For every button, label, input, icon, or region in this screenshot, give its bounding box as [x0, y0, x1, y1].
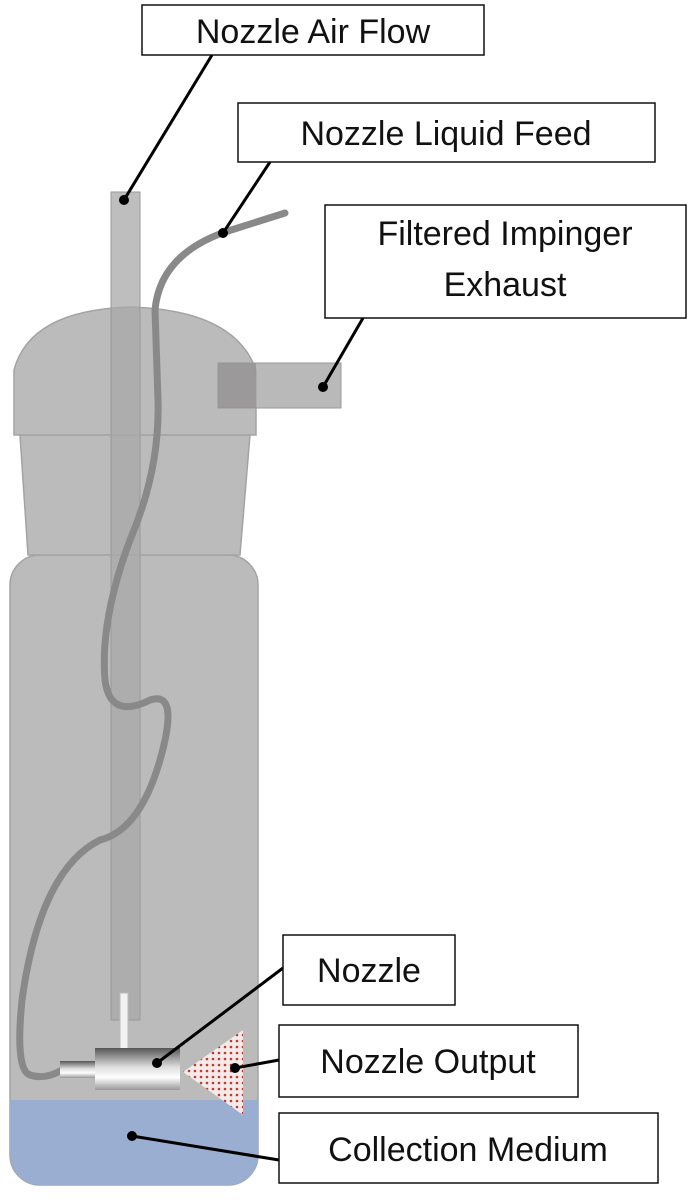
label-liquid-feed: Nozzle Liquid Feed [237, 102, 656, 163]
nozzle-output-spray [183, 1030, 243, 1115]
liquid-feed-tube [16, 209, 289, 1081]
label-text: Collection Medium [328, 1131, 608, 1169]
label-collection-medium: Collection Medium [278, 1112, 659, 1184]
label-text: Exhaust [444, 266, 567, 304]
leader-lines [119, 54, 365, 1162]
label-air-flow: Nozzle Air Flow [141, 4, 485, 56]
label-exhaust: Filtered Impinger Exhaust [324, 204, 687, 319]
nozzle-air-inlet [119, 992, 129, 1051]
nozzle-inlet-stub [60, 1061, 95, 1078]
label-text: Nozzle Output [320, 1043, 536, 1081]
label-text: Nozzle [317, 952, 421, 990]
label-nozzle-output: Nozzle Output [278, 1024, 579, 1098]
label-text: Filtered Impinger [377, 215, 632, 253]
label-nozzle: Nozzle [282, 934, 456, 1006]
collection-medium-liquid [10, 1100, 258, 1185]
exhaust-port-overlap [218, 363, 256, 408]
label-text: Nozzle Liquid Feed [300, 115, 591, 153]
label-text: Nozzle Air Flow [196, 13, 431, 51]
air-flow-tube [110, 191, 141, 1021]
